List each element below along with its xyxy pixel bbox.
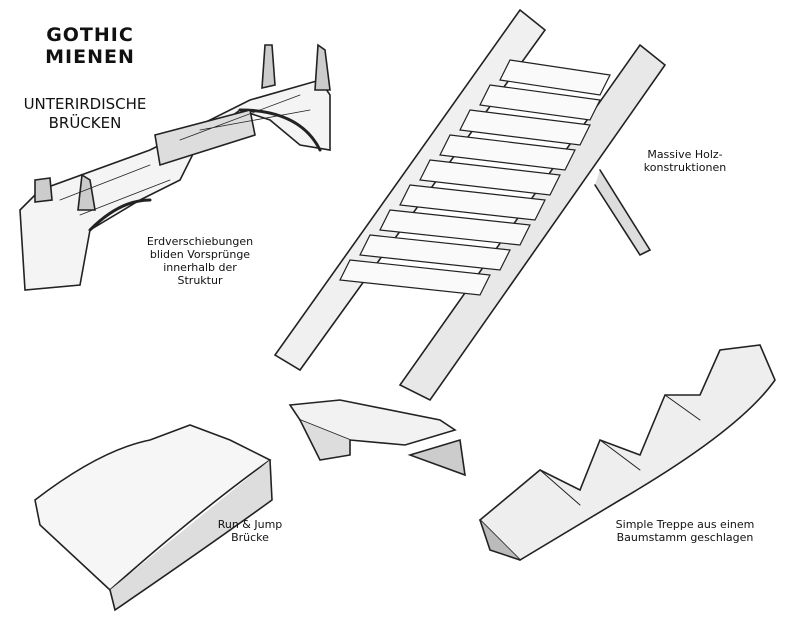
subtitle: UNTERIRDISCHE BRÜCKEN (10, 95, 160, 133)
subtitle-line-2: BRÜCKEN (48, 114, 122, 132)
caption-line: Massive Holz- (647, 148, 723, 161)
caption-line: Run & Jump (217, 518, 283, 531)
title-line-1: GOTHIC (46, 24, 134, 46)
run-and-jump-plank-drawing (34, 424, 273, 612)
caption-line: bliden Vorsprünge (149, 248, 251, 261)
caption-line: Struktur (177, 274, 223, 287)
stone-bridge-caption: Erdverschiebungen bliden Vorsprünge inne… (130, 235, 270, 287)
wooden-ladder-bridge-drawing (273, 8, 667, 402)
title-line-2: MIENEN (45, 46, 135, 68)
plank-caption: Run & Jump Brücke (205, 518, 295, 544)
stone-arch-bridge-drawing (19, 43, 331, 291)
subtitle-line-1: UNTERIRDISCHE (23, 95, 147, 113)
caption-line: Baumstamm geschlagen (616, 531, 754, 544)
broken-bridge-pieces-drawing (288, 399, 466, 477)
caption-line: Simple Treppe aus einem (615, 518, 755, 531)
log-stairs-caption: Simple Treppe aus einem Baumstamm geschl… (600, 518, 770, 544)
title: GOTHIC MIENEN (40, 24, 140, 68)
caption-line: Erdverschiebungen (146, 235, 254, 248)
caption-line: innerhalb der (163, 261, 237, 274)
caption-line: Brücke (231, 531, 269, 544)
log-stairs-drawing (478, 344, 776, 562)
ladder-bridge-caption: Massive Holz- konstruktionen (625, 148, 745, 174)
caption-line: konstruktionen (643, 161, 727, 174)
